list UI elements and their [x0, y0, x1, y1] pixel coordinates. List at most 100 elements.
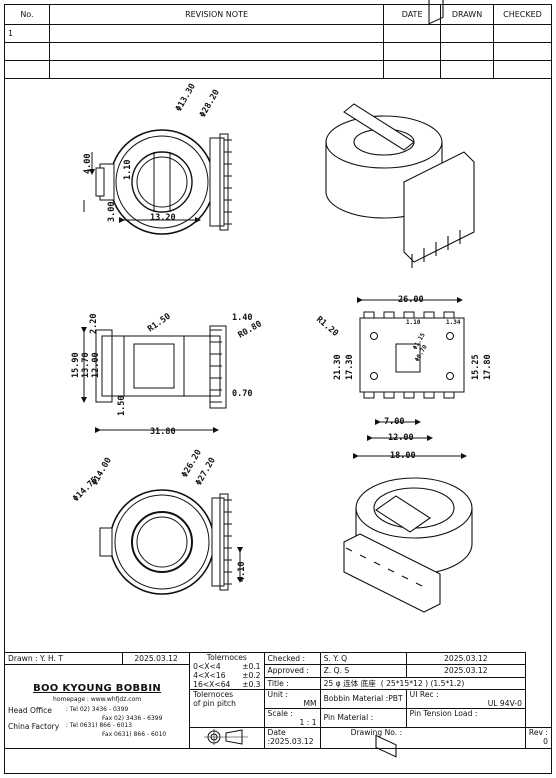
drawing-no: Drawing No. : [319, 726, 526, 749]
tol-range: 4<X<16 [193, 671, 226, 680]
dim-label: 26.00 [398, 295, 424, 305]
checked-date: 2025.03.12 [405, 652, 526, 665]
revision-table: No. REVISION NOTE DATE DRAWN CHECKED 1 [4, 4, 552, 79]
title-spec: ( 25*15*12 ) (1.5*1.2) [380, 678, 465, 688]
tolerances-label: Tolernoces [206, 653, 247, 662]
dim-label: Φ28.20 [198, 88, 222, 120]
rev-header-checked: CHECKED [493, 4, 552, 25]
drawn-cell: Drawn : Y. H. T [3, 652, 124, 665]
isometric-view-bottom [343, 477, 473, 758]
dim-label: 13.20 [150, 213, 176, 223]
tol-value: ±0.2 [242, 671, 261, 680]
scale-value: 1 : 1 [299, 717, 317, 727]
pin-tension: Pin Tension Load : [405, 707, 526, 728]
china-factory-tel: : Tel 0631) 866 - 6013 [66, 722, 133, 729]
dim-label: 4.10 [237, 562, 247, 582]
tol-value: ±0.1 [242, 662, 261, 671]
homepage: homepage : www.whfjdz.com [53, 696, 142, 703]
dim-label: Φ13.30 [174, 82, 198, 114]
ul-rec-label: UI Rec : [409, 689, 439, 699]
title-label: Title : [263, 676, 321, 690]
dim-label: 1.40 [232, 313, 252, 323]
title-value: 25 φ 连体 底座 [323, 678, 376, 688]
company-name: BOO KYOUNG BOBBIN [33, 683, 162, 694]
scale-label: Scale : [267, 708, 293, 718]
dim-label: 15.25 [471, 354, 481, 380]
scale-cell: Scale : 1 : 1 [263, 707, 321, 728]
rev-header-no: No. [4, 4, 50, 25]
approved-value: Z. Q. S [319, 664, 407, 678]
dim-label: 17.80 [483, 354, 493, 380]
title-block: Drawn : Y. H. T 2025.03.12 Tolernoces 0<… [3, 652, 553, 749]
dim-label: 1.10 [123, 160, 133, 180]
approved-date: 2025.03.12 [405, 664, 526, 678]
date-value: :2025.03.12 [267, 736, 314, 746]
table-row [4, 42, 552, 61]
date-label: Date [267, 727, 286, 737]
dim-label: 12.00 [388, 433, 414, 443]
front-view [353, 297, 467, 459]
rev-cell: Rev :0 [524, 726, 553, 749]
dim-label: 21.30 [333, 354, 343, 380]
dim-label: 3.00 [107, 202, 117, 222]
dim-label: 12.00 [91, 352, 101, 378]
head-office-label: Head Office [8, 706, 52, 715]
top-view-ring [83, 129, 232, 235]
dim-label: 4.00 [83, 154, 93, 174]
tol-range: 0<X<4 [193, 662, 221, 671]
drawn-date: 2025.03.12 [122, 652, 191, 665]
projection-symbol-cell [189, 726, 265, 749]
isometric-view-top [325, 0, 475, 268]
bobbin-material: Bobbin Material :PBT [319, 688, 407, 709]
date-cell: Date:2025.03.12 [263, 726, 321, 749]
table-row [4, 60, 552, 79]
tol-pitch-line1: Tolernoces [193, 690, 234, 699]
checked-value: S. Y. Q [319, 652, 407, 665]
pin-material: Pin Material : [319, 707, 407, 728]
rev-value: 0 [543, 736, 548, 746]
title-cell: 25 φ 连体 底座 ( 25*15*12 ) (1.5*1.2) [319, 676, 526, 690]
head-office-tel: : Tel 02) 3436 - 0399 [66, 706, 129, 713]
drawn-value: Y. H. T [40, 654, 64, 663]
dim-label: 1.34 [446, 319, 461, 326]
drawn-label: Drawn : [8, 654, 38, 663]
china-factory-fax: Fax 0631) 866 - 6010 [102, 731, 167, 738]
dim-label: Φ14.75 [71, 475, 100, 504]
unit-label: Unit : [267, 689, 288, 699]
dim-label: 18.00 [390, 451, 416, 461]
table-row: 1 [4, 24, 552, 43]
dim-label: 1.50 [117, 396, 127, 416]
rev-header-drawn: DRAWN [440, 4, 494, 25]
dim-label: 1.10 [406, 319, 421, 326]
dim-label: 13.70 [81, 352, 91, 378]
ul-rec-value: UL 94V-0 [487, 698, 522, 708]
approved-label: Approved : [263, 664, 321, 678]
rev-row-no [4, 42, 50, 61]
ul-rec-cell: UI Rec : UL 94V-0 [405, 688, 526, 709]
head-office-fax: Fax 02) 3436 - 6399 [102, 715, 163, 722]
dim-label: 0.70 [232, 389, 252, 399]
side-view [81, 325, 227, 433]
projection-symbol-icon [203, 728, 248, 745]
dim-label: 17.30 [345, 354, 355, 380]
bottom-view-ring [99, 489, 243, 595]
rev-header-note: REVISION NOTE [48, 4, 385, 25]
drawing-area: Φ13.30 Φ28.20 4.00 1.10 3.00 13.20 2.20 … [71, 0, 493, 758]
tolerances-cell: Tolernoces 0<X<4 ±0.1 4<X<16 ±0.2 16<X<64 ±… [189, 652, 265, 690]
tol-pitch-line2: of pin pitch [193, 699, 236, 708]
company-cell: BOO KYOUNG BOBBIN homepage : www.whfjdz.… [3, 664, 191, 749]
rev-row-no: 1 [4, 24, 50, 43]
checked-label: Checked : [263, 652, 321, 665]
tol-range: 16<X<64 [193, 680, 231, 689]
dim-label: 15.90 [71, 352, 81, 378]
rev-label: Rev : [528, 727, 548, 737]
rev-header-date: DATE [383, 4, 442, 25]
unit-cell: Unit : MM [263, 688, 321, 709]
china-factory-label: China Factory [8, 722, 60, 731]
rev-row-no [4, 60, 50, 79]
unit-value: MM [303, 698, 317, 708]
dim-label: 7.00 [384, 417, 404, 427]
dim-label: 2.20 [89, 314, 99, 334]
tol-value: ±0.3 [242, 680, 261, 689]
